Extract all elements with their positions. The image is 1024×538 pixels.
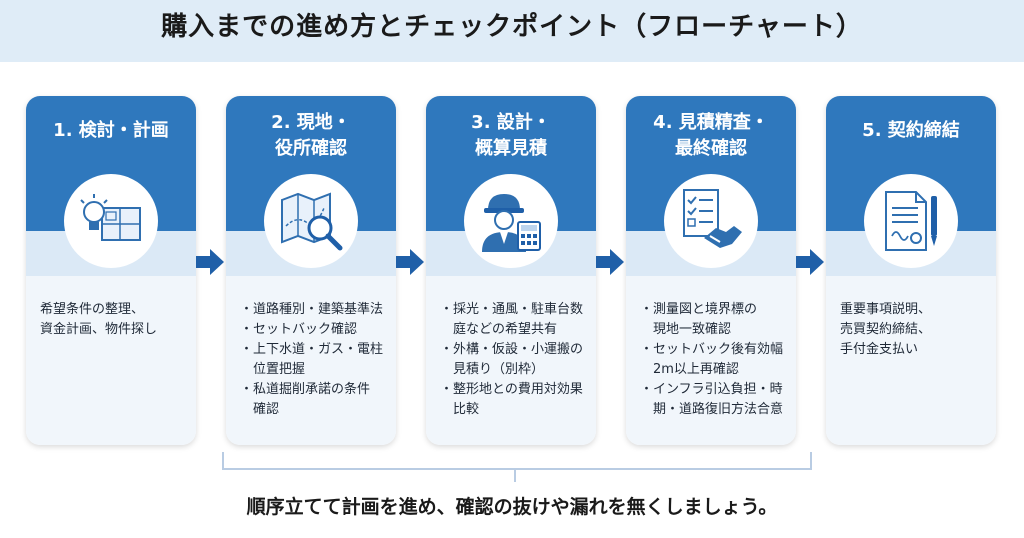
step-title: 1. 検討・計画 [53, 120, 169, 141]
lightbulb-blueprint-icon [64, 174, 158, 268]
step-description: 重要事項説明、 売買契約締結、 手付金支払い [840, 302, 932, 357]
step-description: ・道路種別・建築基準法 ・セットバック確認 ・上下水道・ガス・電柱 位置把握 ・… [240, 302, 384, 417]
summary-bracket [222, 452, 812, 470]
footer-message: 順序立てて計画を進め、確認の抜けや漏れを無くしましょう。 [246, 496, 778, 518]
step-card-5: 5. 契約締結 重要事項説明、 売買契約締結、 手付金支払い [826, 96, 996, 445]
flow-arrow-icon [596, 249, 624, 275]
step-description: 希望条件の整理、 資金計画、物件探し [40, 302, 158, 337]
step-card-4: 4. 見積精査・ 最終確認 ・測量図と境界標の 現地一致確認 ・セットバック後有… [626, 96, 796, 445]
step-title: 2. 現地・ 役所確認 [271, 112, 351, 159]
page-title: 購入までの進め方とチェックポイント（フローチャート） [161, 12, 863, 42]
step-description: ・測量図と境界標の 現地一致確認 ・セットバック後有効幅 2m以上再確認 ・イン… [640, 302, 784, 417]
flow-arrow-icon [796, 249, 824, 275]
step-title: 5. 契約締結 [862, 120, 960, 141]
step-title: 3. 設計・ 概算見積 [471, 112, 551, 159]
map-magnifier-icon [264, 174, 358, 268]
step-card-1: 1. 検討・計画 希望条件の整理、 資金計画、物件探し [26, 96, 196, 445]
flow-arrow-icon [196, 249, 224, 275]
engineer-calculator-icon [464, 174, 558, 268]
step-card-3: 3. 設計・ 概算見積 ・採光・通風・駐車台数 庭などの希望共有 ・外構・仮設・… [426, 96, 596, 445]
step-description: ・採光・通風・駐車台数 庭などの希望共有 ・外構・仮設・小運搬の 見積り（別枠）… [440, 302, 584, 417]
contract-pen-icon [864, 174, 958, 268]
checklist-handshake-icon [664, 174, 758, 268]
title-band [0, 0, 1024, 62]
summary-bracket-tick [514, 468, 516, 482]
step-card-2: 2. 現地・ 役所確認 ・道路種別・建築基準法 ・セットバック確認 ・上下水道・… [226, 96, 396, 445]
flow-arrow-icon [396, 249, 424, 275]
step-title: 4. 見積精査・ 最終確認 [653, 112, 769, 159]
